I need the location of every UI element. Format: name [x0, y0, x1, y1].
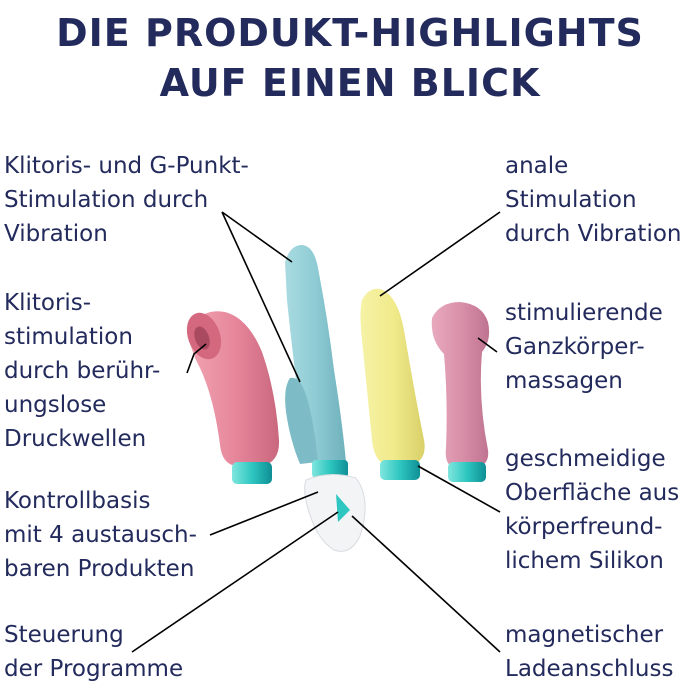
- label-klitoris-g-punkt: Klitoris- und G-Punkt- Stimulation durch…: [4, 153, 249, 247]
- page-title: DIE PRODUKT-HIGHLIGHTS AUF EINEN BLICK: [0, 8, 700, 108]
- line-klitoris-g-2: [221, 211, 301, 383]
- title-line-1: DIE PRODUKT-HIGHLIGHTS: [56, 11, 644, 55]
- yellow-attachment: [360, 288, 425, 480]
- label-kontrollbasis: Kontrollbasis mit 4 austausch- baren Pro…: [4, 488, 197, 582]
- label-ladeanschluss: magnetischer Ladeanschluss: [505, 622, 674, 682]
- line-silikon: [417, 465, 501, 513]
- label-ganzkoerper: stimulierende Ganzkörper- massagen: [505, 300, 663, 394]
- control-base: [304, 474, 366, 552]
- label-klitoris-druckwellen: Klitoris- stimulation durch berühr- ungs…: [4, 290, 161, 452]
- pink-attachment: [186, 311, 280, 484]
- callout-lines: [131, 211, 501, 653]
- line-klitoris-g-1: [221, 211, 293, 263]
- title-line-2: AUF EINEN BLICK: [159, 61, 541, 105]
- line-anal: [379, 211, 501, 297]
- label-anale-stimulation: anale Stimulation durch Vibration: [505, 153, 682, 247]
- blue-attachment: [285, 245, 348, 478]
- line-kontrollbasis: [209, 491, 319, 536]
- label-silikon: geschmeidige Oberfläche aus körperfreund…: [505, 446, 680, 574]
- mauve-attachment: [431, 302, 490, 482]
- line-magnet: [351, 515, 501, 653]
- label-steuerung: Steuerung der Programme: [4, 622, 184, 682]
- line-ganzkoerper: [477, 337, 498, 353]
- line-klitoris-druck: [186, 343, 207, 374]
- line-steuerung: [131, 511, 339, 653]
